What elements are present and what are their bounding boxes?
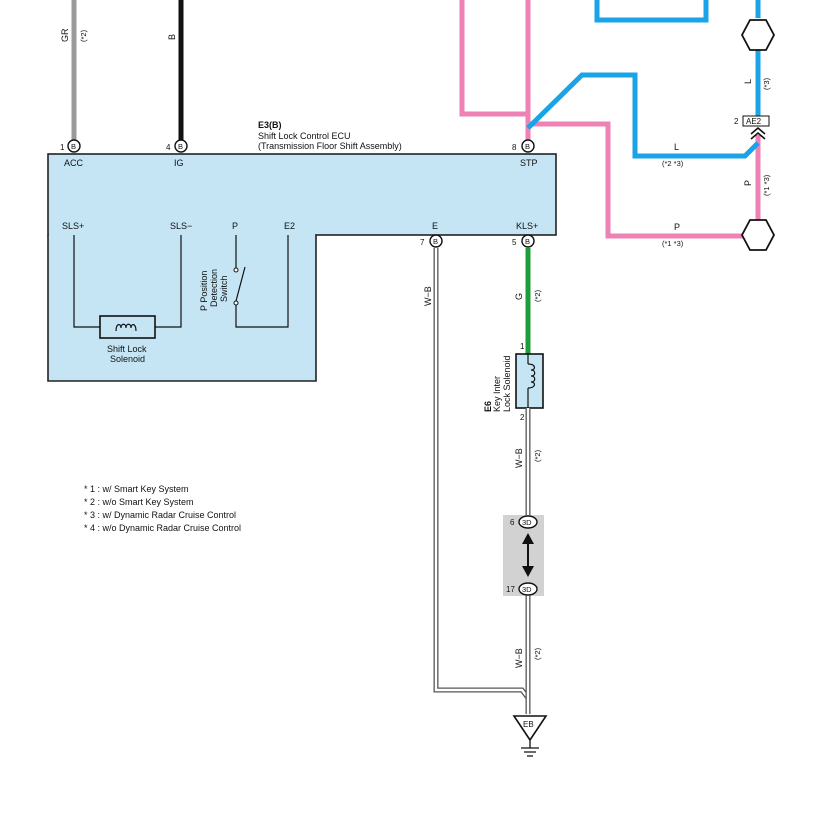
p-switch-label-2: Detection: [209, 269, 219, 307]
term-p: P: [232, 221, 238, 231]
wire-p-low-label: P: [674, 222, 680, 232]
e6-pin-top: 1: [520, 342, 525, 351]
splice-hex-top: [740, 19, 776, 51]
p-switch-label-3: Switch: [219, 275, 229, 302]
note-2: * 2 : w/o Smart Key System: [84, 497, 194, 507]
note-4: * 4 : w/o Dynamic Radar Cruise Control: [84, 523, 241, 533]
wire-l-upper-label: L: [743, 79, 753, 84]
coil-icon: [115, 323, 137, 332]
connector-ae2: [742, 115, 770, 127]
solenoid-circuit: [73, 235, 182, 328]
wire-p-right-label: P: [743, 180, 753, 186]
wire-wb-e: [433, 248, 530, 700]
pin-kls-number: 5: [512, 238, 517, 247]
pin-ig-letter: B: [178, 142, 183, 151]
shift-lock-solenoid: [99, 315, 156, 339]
e6-label-2: Lock Solenoid: [502, 355, 512, 412]
wire-l-mid-label: L: [674, 142, 679, 152]
junction-pin-bottom-connector: [518, 582, 538, 596]
ecu-subname: (Transmission Floor Shift Assembly): [258, 141, 402, 151]
wire-g-note: (*2): [533, 289, 542, 302]
junction-pin-top-connector: [518, 515, 538, 529]
junction-code-top: 3D: [522, 518, 532, 527]
connector-ae2-label: AE2: [746, 117, 762, 126]
wire-pink-a: [459, 0, 531, 128]
term-stp: STP: [520, 158, 538, 168]
pin-kls-letter: B: [525, 237, 530, 246]
pin-e-number: 7: [420, 238, 425, 247]
wire-wb-e6-label: W−B: [514, 448, 524, 468]
e6-solenoid: [515, 353, 544, 409]
p-switch-label-1: P Position: [199, 271, 209, 311]
ground-icon: [521, 740, 539, 757]
wire-p-right-note: (*1 *3): [762, 174, 771, 196]
ecu-code: E3(B): [258, 120, 282, 130]
junction-code-bottom: 3D: [522, 585, 532, 594]
connector-ae2-pin: 2: [734, 117, 739, 126]
pin-stp-connector: [521, 139, 535, 153]
pin-acc-number: 1: [60, 143, 65, 152]
wire-wb-e6-note: (*2): [533, 449, 542, 462]
wire-pink-c: [528, 121, 745, 239]
pin-ig-number: 4: [166, 143, 171, 152]
wire-wb-e-label: W−B: [423, 286, 433, 306]
p-switch-wire: [235, 235, 289, 328]
p-switch-contact-top: [233, 267, 239, 273]
wire-p-low-note: (*1 *3): [662, 239, 684, 248]
term-e2: E2: [284, 221, 295, 231]
pin-acc-letter: B: [71, 142, 76, 151]
term-sls-plus: SLS+: [62, 221, 84, 231]
wire-b-label: B: [167, 34, 177, 40]
junction-arrow-up: [522, 533, 534, 544]
splice-hex-bottom: [740, 219, 776, 251]
note-3: * 3 : w/ Dynamic Radar Cruise Control: [84, 510, 236, 520]
pin-e-letter: B: [433, 237, 438, 246]
ground-triangle: [512, 715, 548, 742]
p-switch-contact-bottom: [233, 300, 239, 306]
ecu-box-top: [47, 153, 557, 236]
wire-gr-note: (*2): [79, 29, 88, 42]
ecu-box-lower: [47, 235, 317, 382]
term-e: E: [432, 221, 438, 231]
term-acc: ACC: [64, 158, 84, 168]
solenoid-label-2: Solenoid: [110, 354, 145, 364]
wire-blue-main: [526, 72, 760, 159]
pin-kls-connector: [521, 234, 535, 248]
pin-acc-connector: [67, 139, 81, 153]
pin-ig-connector: [174, 139, 188, 153]
e6-label-1: Key Inter: [492, 376, 502, 412]
pin-e-connector: [429, 234, 443, 248]
wire-wb-lower-label: W−B: [514, 648, 524, 668]
junction-arrow-down: [522, 566, 534, 577]
wire-g-label: G: [514, 293, 524, 300]
junction-block: [503, 515, 544, 596]
junction-pin-top: 6: [510, 518, 515, 527]
connector-ae2-arrow: [750, 126, 766, 140]
wire-gr-label: GR: [60, 28, 70, 42]
wire-l-upper-note: (*3): [762, 77, 771, 90]
wire-l-mid-note: (*2 *3): [662, 159, 684, 168]
note-1: * 1 : w/ Smart Key System: [84, 484, 189, 494]
wire-wb-e-inner: [434, 248, 529, 699]
p-switch-lever: [235, 266, 246, 302]
e6-coil-icon: [527, 363, 536, 389]
junction-pin-bottom: 17: [506, 585, 515, 594]
term-ig: IG: [174, 158, 184, 168]
solenoid-label-1: Shift Lock: [107, 344, 147, 354]
e6-pin-bottom: 2: [520, 413, 525, 422]
ecu-name: Shift Lock Control ECU: [258, 131, 351, 141]
pin-stp-number: 8: [512, 143, 517, 152]
e6-code: E6: [483, 401, 493, 412]
ground-label: EB: [523, 720, 534, 729]
term-kls-plus: KLS+: [516, 221, 538, 231]
term-sls-minus: SLS−: [170, 221, 192, 231]
wire-blue-frame: [594, 0, 709, 23]
pin-stp-letter: B: [525, 142, 530, 151]
wire-wb-lower-note: (*2): [533, 647, 542, 660]
